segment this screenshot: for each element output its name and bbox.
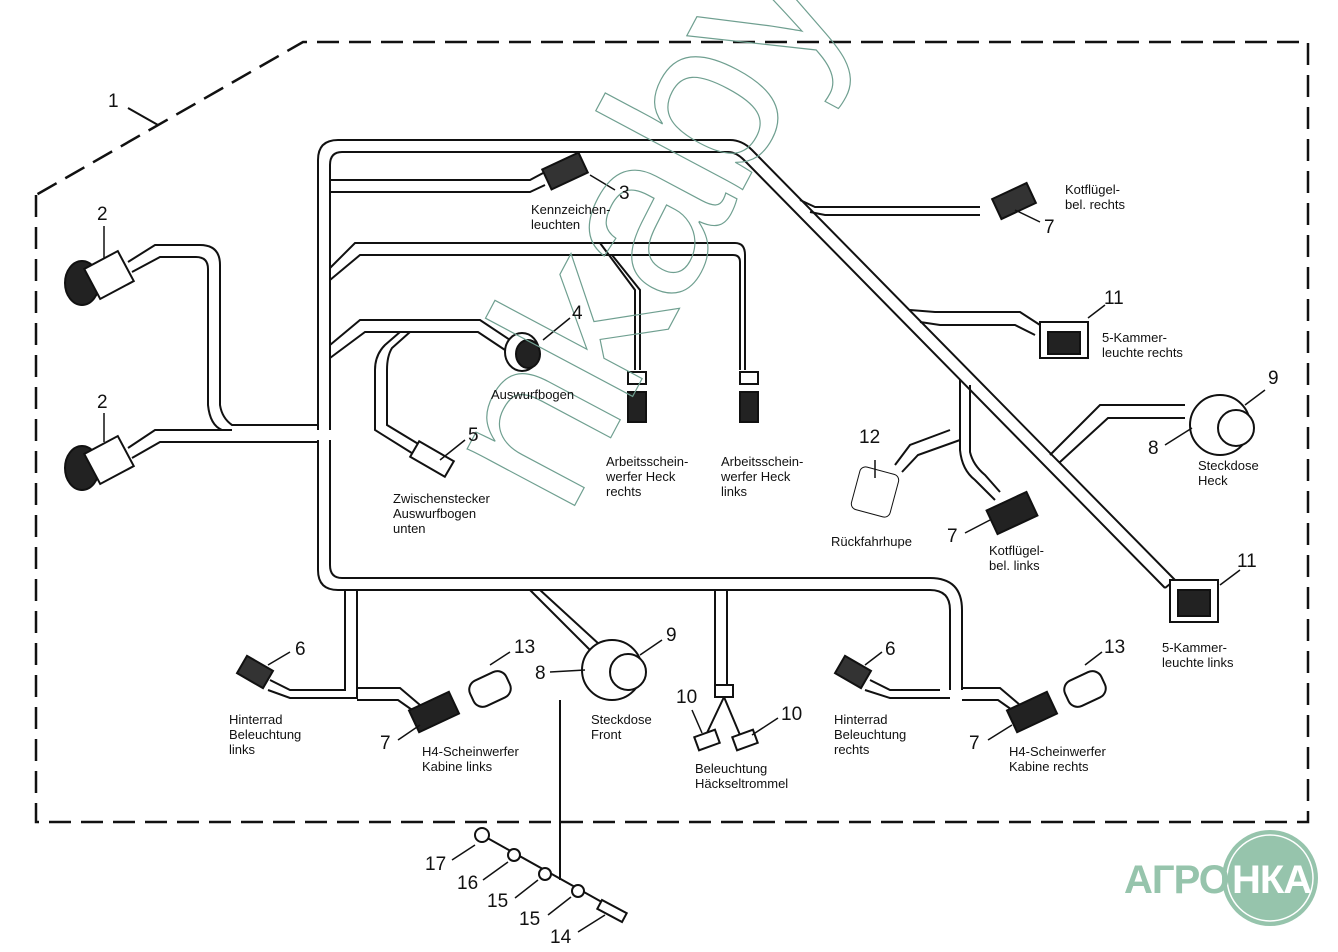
callout-16: 16 [457, 873, 479, 894]
connector-9-steckdose-front [581, 639, 647, 701]
connector-6-links [235, 654, 275, 690]
callout-2: 2 [97, 204, 108, 225]
harness-trunk [127, 139, 1185, 713]
callout-7: 7 [380, 733, 391, 754]
callout-13: 13 [514, 637, 536, 658]
connector-7-kotfluegel-rechts [990, 181, 1038, 221]
callout-4: 4 [572, 303, 583, 324]
callout-15: 15 [519, 909, 541, 930]
label-auswurfbogen: Auswurfbogen [491, 387, 575, 402]
callout-8: 8 [1148, 438, 1159, 459]
connector-6-rechts [833, 654, 873, 690]
callout-11: 11 [1104, 288, 1124, 309]
callout-10: 10 [781, 704, 803, 725]
connector-7-h4-links [407, 690, 461, 734]
connector-10-split [692, 684, 760, 752]
connector-9-steckdose-heck [1189, 394, 1255, 456]
callout-6: 6 [295, 639, 306, 660]
callout-7: 7 [969, 733, 980, 754]
leader-lines [103, 174, 1266, 933]
label-fuenfkammer-links: 5-Kammer- leuchte links [1162, 640, 1234, 670]
connector-arbeits-rechts [627, 371, 647, 423]
callout-5: 5 [468, 425, 479, 446]
label-hinterrad-rechts: Hinterrad Beleuchtung rechts [834, 712, 907, 757]
callout-10: 10 [676, 687, 698, 708]
label-h4-rechts: H4-Scheinwerfer Kabine rechts [1009, 744, 1106, 774]
callout-8: 8 [535, 663, 546, 684]
label-steckdose-heck: Steckdose Heck [1198, 458, 1259, 488]
callout-6: 6 [885, 639, 896, 660]
callout-1: 1 [108, 91, 119, 112]
agronka-logo: АГРО НКА [1120, 828, 1326, 928]
callout-17: 17 [425, 854, 447, 875]
connector-11-links [1169, 579, 1219, 623]
callout-7: 7 [1044, 217, 1055, 238]
connector-12-rueckfahrhupe [850, 466, 900, 518]
connector-arbeits-links [739, 371, 759, 423]
callout-7: 7 [947, 526, 958, 547]
label-steckdose-front: Steckdose Front [591, 712, 652, 742]
label-haeckseltrommel: Beleuchtung Häckseltrommel [695, 761, 789, 791]
callout-13: 13 [1104, 637, 1126, 658]
callout-14: 14 [550, 927, 572, 948]
callout-2: 2 [97, 392, 108, 413]
callout-9: 9 [666, 625, 677, 646]
leader-1 [127, 107, 159, 126]
label-arbeitsscheinwerfer-rechts: Arbeitsschein- werfer Heck rechts [606, 454, 689, 499]
callout-15: 15 [487, 891, 509, 912]
connector-2-lower [64, 434, 136, 491]
connector-7-h4-rechts [1005, 690, 1059, 734]
logo-text-left: АГРО [1124, 858, 1230, 902]
callout-3: 3 [619, 183, 630, 204]
label-h4-links: H4-Scheinwerfer Kabine links [422, 744, 519, 774]
connector-13-links [468, 670, 512, 708]
connector-2-upper [64, 249, 136, 306]
callout-9: 9 [1268, 368, 1279, 389]
label-fuenfkammer-rechts: 5-Kammer- leuchte rechts [1102, 330, 1183, 360]
connector-7-kotfluegel-links [985, 490, 1039, 536]
label-kennzeichenleuchten: Kennzeichen- leuchten [531, 202, 611, 232]
label-hinterrad-links: Hinterrad Beleuchtung links [229, 712, 302, 757]
connector-3 [540, 151, 590, 191]
logo-text-right: НКА [1232, 858, 1312, 902]
connector-11-rechts [1039, 321, 1089, 359]
label-kotfluegel-links: Kotflügel- bel. links [989, 543, 1044, 573]
hardware-stack [474, 700, 629, 924]
connector-4 [504, 332, 541, 372]
connector-5 [408, 439, 456, 479]
label-arbeitsscheinwerfer-links: Arbeitsschein- werfer Heck links [721, 454, 804, 499]
callout-12: 12 [859, 427, 881, 448]
label-rueckfahrhupe: Rückfahrhupe [831, 534, 912, 549]
connector-13-rechts [1063, 670, 1107, 708]
callout-11: 11 [1237, 551, 1257, 572]
label-kotfluegel-rechts: Kotflügel- bel. rechts [1065, 182, 1125, 212]
assembly-boundary [34, 40, 1310, 824]
label-zwischenstecker: Zwischenstecker Auswurfbogen unten [393, 491, 490, 536]
